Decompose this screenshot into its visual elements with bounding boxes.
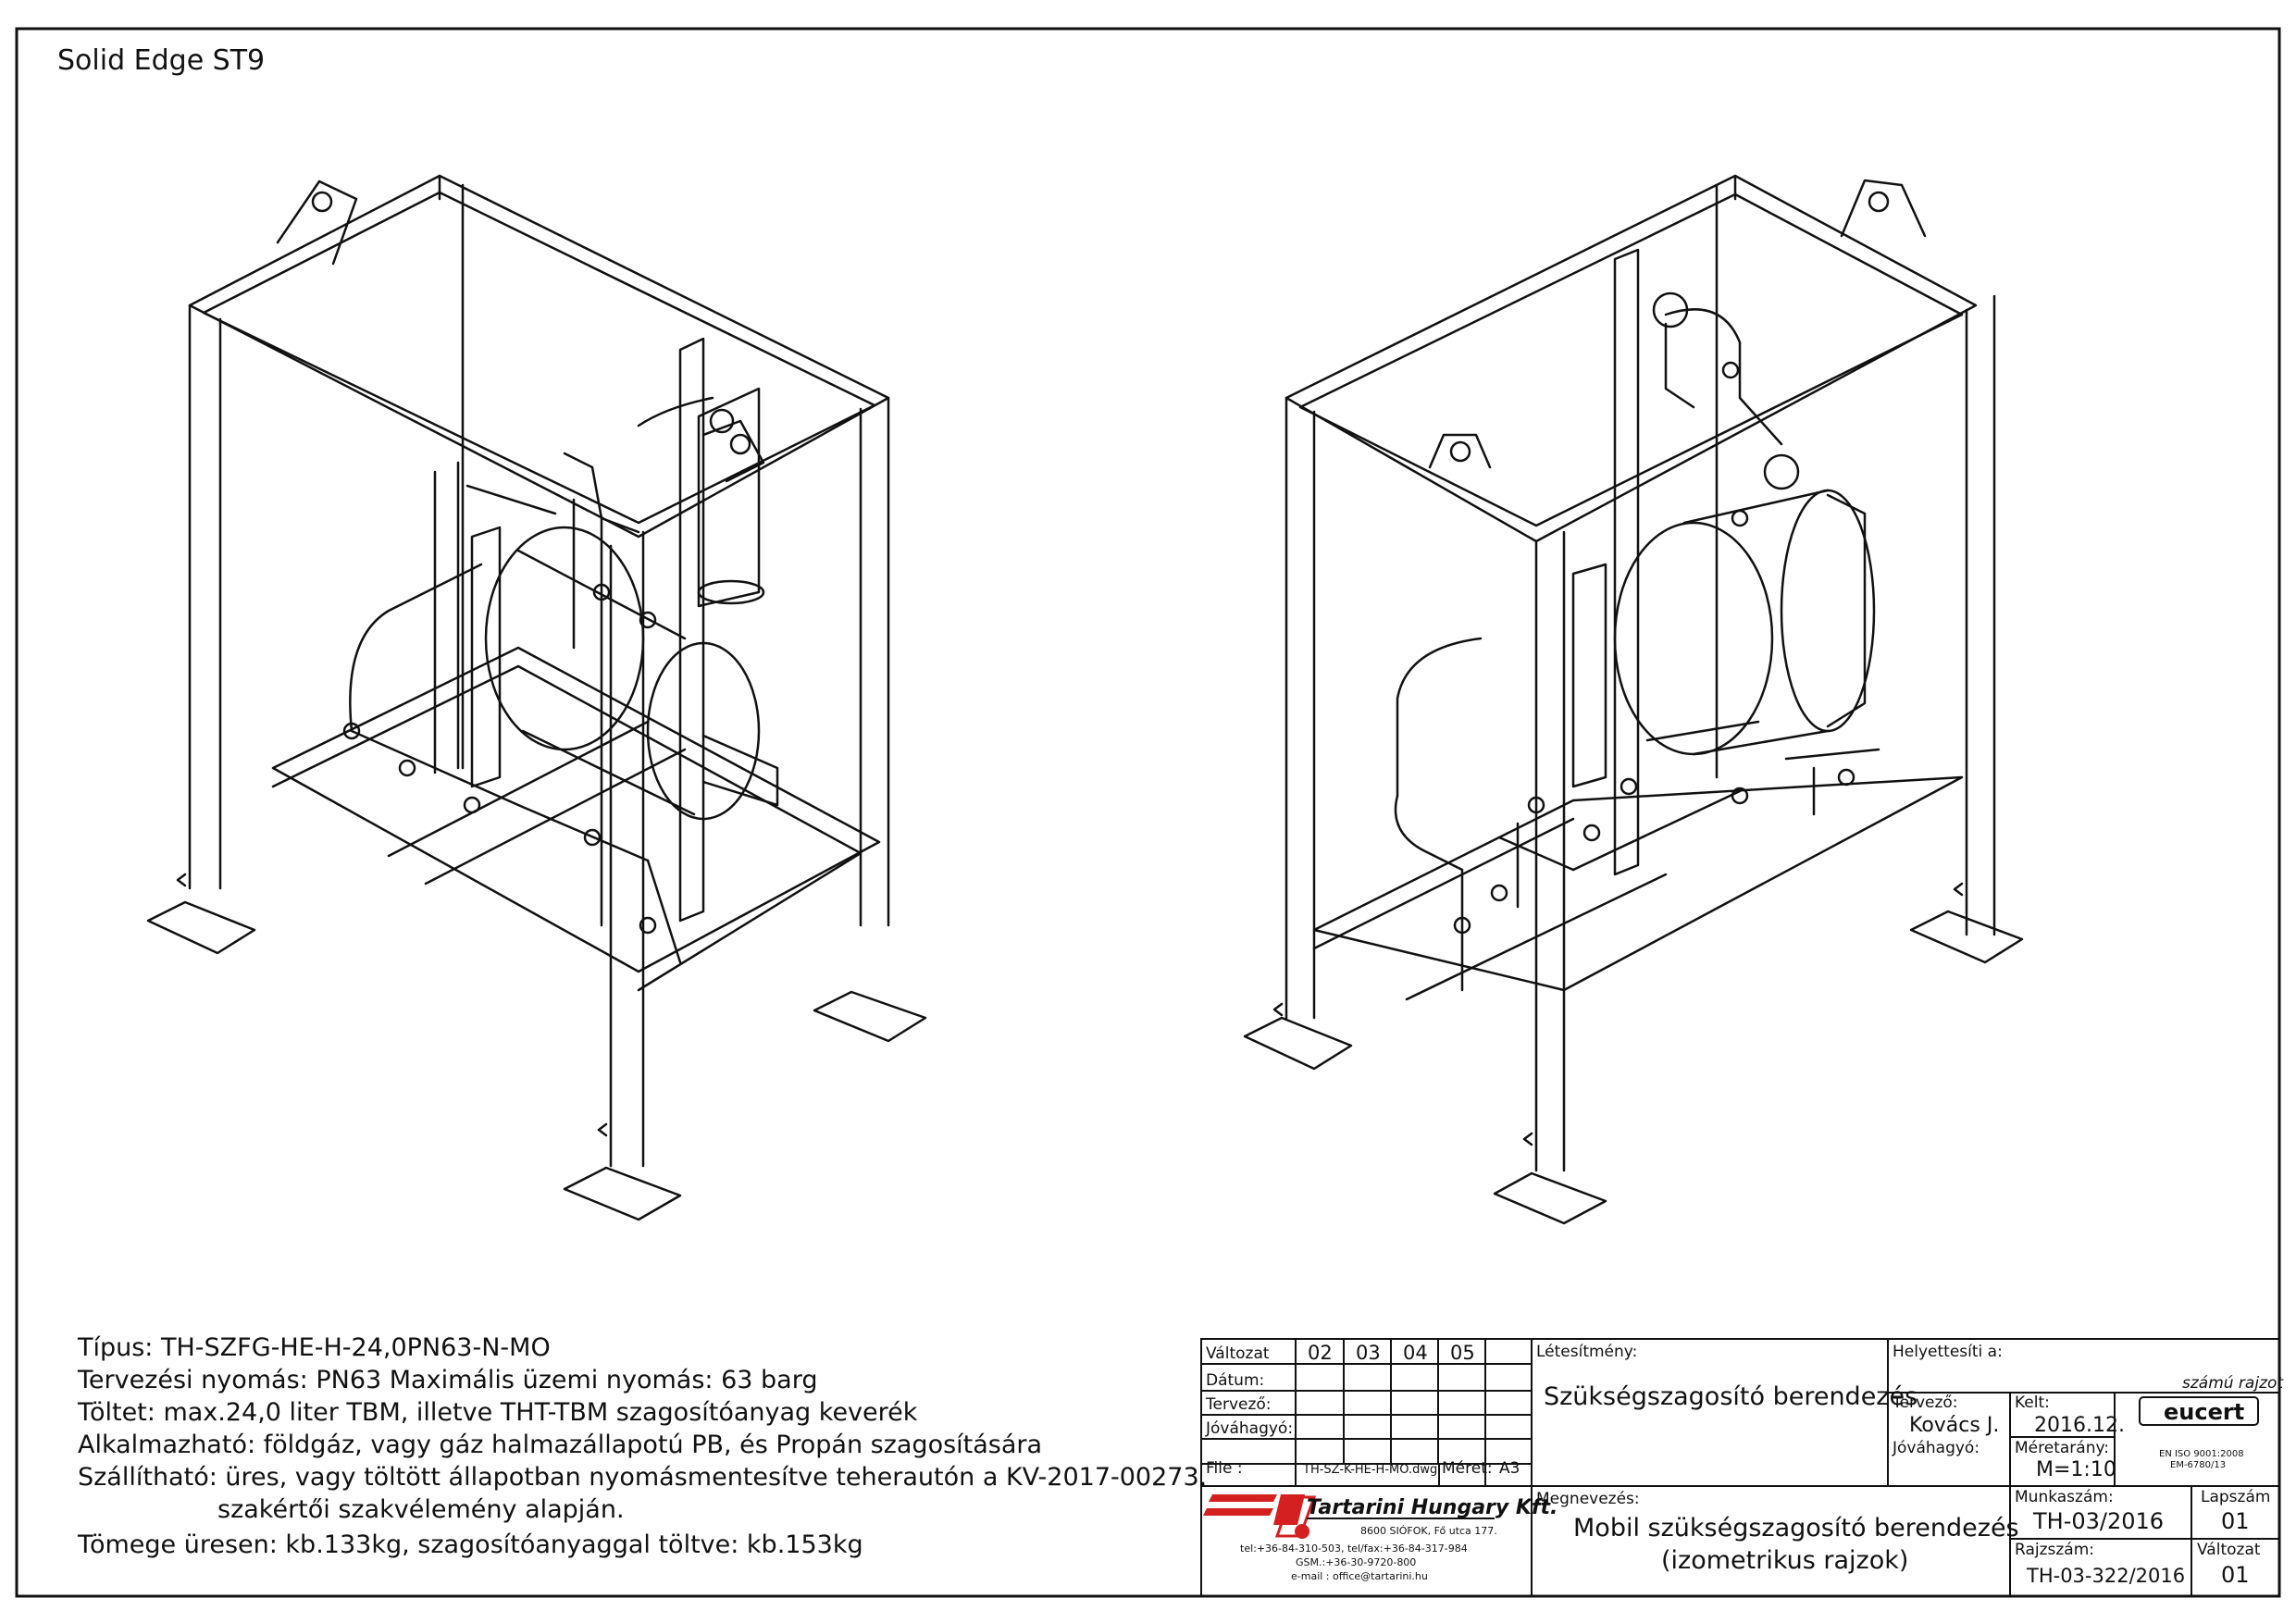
job-label: Munkaszám: xyxy=(2015,1488,2114,1506)
eucert-logo: eucert xyxy=(2164,1399,2244,1425)
company-address: 8600 SIÓFOK, Fő utca 177. xyxy=(1360,1525,1497,1537)
drawing-no-suffix: számú rajzot xyxy=(2182,1374,2284,1393)
replaces-label: Helyettesíti a: xyxy=(1893,1343,2003,1361)
software-label: Solid Edge ST9 xyxy=(57,44,265,77)
revision-label: Változat xyxy=(1206,1344,1270,1363)
eucert-line1: EN ISO 9001:2008 xyxy=(2159,1449,2244,1459)
designer-label-small: Tervező: xyxy=(1205,1395,1272,1414)
revision-03: 03 xyxy=(1356,1342,1381,1364)
date2-value: 2016.12. xyxy=(2034,1414,2125,1437)
spec-pressure: Tervezési nyomás: PN63 Maximális üzemi n… xyxy=(77,1366,817,1394)
company-gsm: GSM.:+36-30-9720-800 xyxy=(1296,1556,1416,1568)
spec-type: Típus: TH-SZFG-HE-H-24,0PN63-N-MO xyxy=(77,1333,551,1362)
specifications: Típus: TH-SZFG-HE-H-24,0PN63-N-MO Tervez… xyxy=(77,1333,1207,1559)
size-value: A3 xyxy=(1499,1459,1520,1478)
designer-value: Kovács J. xyxy=(1909,1414,1999,1437)
company-tel: tel:+36-84-310-503, tel/fax:+36-84-317-9… xyxy=(1240,1542,1468,1555)
sheet-label: Lapszám xyxy=(2201,1488,2270,1506)
scale-label: Méretarány: xyxy=(2015,1439,2109,1457)
spec-weight: Tömege üresen: kb.133kg, szagosítóanyagg… xyxy=(77,1530,863,1559)
facility-value: Szükségszagosító berendezés xyxy=(1544,1382,1917,1411)
drawing-label: Rajzszám: xyxy=(2015,1541,2094,1559)
revision-04: 04 xyxy=(1403,1342,1428,1364)
spec-transport-cont: szakértői szakvélemény alapján. xyxy=(217,1495,625,1524)
size-label: Méret: xyxy=(1442,1459,1493,1478)
revision-05: 05 xyxy=(1450,1342,1475,1364)
scale-value: M=1:10 xyxy=(2036,1458,2116,1481)
eucert-badge: eucert EN ISO 9001:2008 EM-6780/13 xyxy=(2139,1396,2259,1470)
approver-label-small: Jóváhagyó: xyxy=(1205,1419,1293,1438)
sheet-border xyxy=(15,27,2281,1598)
facility-label: Létesítmény: xyxy=(1536,1343,1637,1361)
company-email: e-mail : office@tartarini.hu xyxy=(1291,1570,1428,1582)
revision-02: 02 xyxy=(1308,1342,1333,1364)
file-label: File : xyxy=(1206,1459,1243,1478)
name-value-1: Mobil szükségszagosító berendezés xyxy=(1573,1514,2019,1542)
date2-label: Kelt: xyxy=(2015,1394,2050,1412)
job-value: TH-03/2016 xyxy=(2032,1508,2164,1534)
title-block: Változat 02 03 04 05 Dátum: Tervező: Jóv… xyxy=(1200,1338,2284,1597)
spec-transport: Szállítható: üres, vagy töltött állapotb… xyxy=(78,1463,1207,1492)
date-label: Dátum: xyxy=(1206,1371,1264,1390)
spec-filling: Töltet: max.24,0 liter TBM, illetve THT-… xyxy=(77,1398,918,1427)
designer-label: Tervező: xyxy=(1892,1394,1958,1412)
drawing-value: TH-03-322/2016 xyxy=(2026,1565,2185,1587)
isometric-view-right xyxy=(1243,174,2024,1225)
isometric-view-left xyxy=(146,174,927,1221)
name-value-2: (izometrikus rajzok) xyxy=(1661,1546,1908,1575)
company-name: Tartarini Hungary Kft. xyxy=(1307,1496,1558,1519)
version-value: 01 xyxy=(2221,1562,2250,1588)
approver-label: Jóváhagyó: xyxy=(1892,1439,1980,1457)
eucert-line2: EM-6780/13 xyxy=(2170,1460,2226,1470)
file-value: TH-SZ-K-HE-H-MO.dwg xyxy=(1302,1463,1437,1477)
name-label: Megnevezés: xyxy=(1536,1490,1640,1508)
sheet-value: 01 xyxy=(2221,1508,2250,1534)
spec-application: Alkalmazható: földgáz, vagy gáz halmazál… xyxy=(78,1431,1042,1459)
version-label: Változat xyxy=(2197,1541,2261,1559)
company-logo xyxy=(1203,1494,1317,1539)
